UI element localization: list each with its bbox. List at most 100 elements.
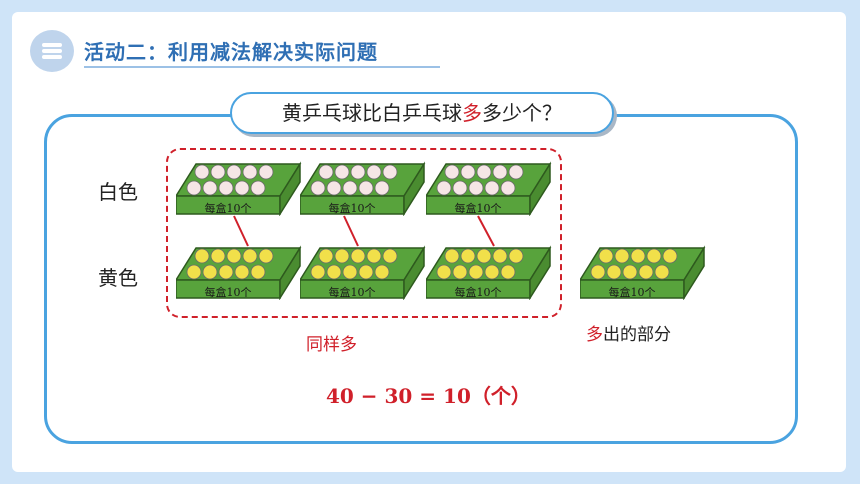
yellow-ball — [334, 248, 350, 264]
yellow-ball — [654, 264, 670, 280]
yellow-ball — [484, 264, 500, 280]
yellow-ball — [468, 264, 484, 280]
tray-label: 每盒10个 — [328, 202, 376, 215]
white-tray-2: 每盒10个 — [300, 160, 428, 216]
yellow-ball — [318, 248, 334, 264]
question-emphasis: 多 — [462, 101, 482, 125]
yellow-row-label: 黄色 — [98, 266, 138, 290]
yellow-ball — [460, 248, 476, 264]
yellow-ball — [444, 248, 460, 264]
extra-part-label: 多出的部分 — [586, 320, 671, 345]
yellow-ball — [226, 248, 242, 264]
white-ball — [492, 164, 508, 180]
yellow-ball — [250, 264, 266, 280]
yellow-ball — [194, 248, 210, 264]
title-underline — [84, 66, 440, 68]
same-amount-box — [166, 148, 562, 318]
white-tray-3: 每盒10个 — [426, 160, 554, 216]
white-ball — [366, 164, 382, 180]
question-prefix: 黄乒乓球比白乒乓球 — [282, 101, 462, 125]
pair-line — [343, 215, 359, 247]
yellow-ball — [382, 248, 398, 264]
question-bubble: 黄乒乓球比白乒乓球多多少个？ — [230, 92, 614, 134]
white-ball — [242, 164, 258, 180]
yellow-ball — [326, 264, 342, 280]
tray-label: 每盒10个 — [204, 286, 252, 299]
white-ball — [468, 180, 484, 196]
yellow-ball — [358, 264, 374, 280]
yellow-tray-3: 每盒10个 — [426, 244, 554, 300]
pair-line — [233, 215, 249, 247]
yellow-ball — [590, 264, 606, 280]
tray-label: 每盒10个 — [608, 286, 656, 299]
yellow-ball — [218, 264, 234, 280]
menu-icon — [30, 30, 74, 72]
white-ball — [226, 164, 242, 180]
yellow-ball — [242, 248, 258, 264]
equation: 40 − 30 = 10（个） — [326, 384, 531, 408]
yellow-ball — [606, 264, 622, 280]
white-ball — [250, 180, 266, 196]
same-amount-label: 同样多 — [306, 335, 357, 355]
white-ball — [334, 164, 350, 180]
yellow-tray-1: 每盒10个 — [176, 244, 304, 300]
yellow-ball — [614, 248, 630, 264]
yellow-tray-2: 每盒10个 — [300, 244, 428, 300]
yellow-ball — [202, 264, 218, 280]
yellow-ball — [436, 264, 452, 280]
yellow-ball — [638, 264, 654, 280]
white-ball — [452, 180, 468, 196]
tray-label: 每盒10个 — [328, 286, 376, 299]
white-ball — [460, 164, 476, 180]
question-suffix: 多少个？ — [482, 101, 562, 125]
white-ball — [326, 180, 342, 196]
yellow-ball — [374, 264, 390, 280]
white-row-label: 白色 — [98, 180, 138, 204]
white-ball — [194, 164, 210, 180]
yellow-ball — [646, 248, 662, 264]
yellow-ball — [508, 248, 524, 264]
white-ball — [484, 180, 500, 196]
tray-label: 每盒10个 — [204, 202, 252, 215]
tray-label: 每盒10个 — [454, 202, 502, 215]
page-title: 活动二：利用减法解决实际问题 — [84, 40, 378, 64]
white-ball — [202, 180, 218, 196]
white-ball — [234, 180, 250, 196]
yellow-ball — [258, 248, 274, 264]
yellow-ball — [598, 248, 614, 264]
extra-rest: 出的部分 — [603, 325, 671, 345]
white-ball — [358, 180, 374, 196]
yellow-ball — [366, 248, 382, 264]
yellow-ball — [310, 264, 326, 280]
white-ball — [374, 180, 390, 196]
yellow-ball — [622, 264, 638, 280]
yellow-ball — [350, 248, 366, 264]
yellow-tray-4: 每盒10个 — [580, 244, 708, 300]
tray-label: 每盒10个 — [454, 286, 502, 299]
white-ball — [186, 180, 202, 196]
pair-line — [477, 215, 495, 247]
white-ball — [210, 164, 226, 180]
white-ball — [476, 164, 492, 180]
white-ball — [382, 164, 398, 180]
yellow-ball — [210, 248, 226, 264]
white-ball — [342, 180, 358, 196]
yellow-ball — [342, 264, 358, 280]
extra-emphasis: 多 — [586, 325, 603, 345]
yellow-ball — [492, 248, 508, 264]
white-ball — [350, 164, 366, 180]
yellow-ball — [500, 264, 516, 280]
yellow-ball — [630, 248, 646, 264]
yellow-ball — [452, 264, 468, 280]
white-tray-1: 每盒10个 — [176, 160, 304, 216]
white-ball — [444, 164, 460, 180]
yellow-ball — [234, 264, 250, 280]
white-ball — [500, 180, 516, 196]
white-ball — [258, 164, 274, 180]
white-ball — [436, 180, 452, 196]
white-ball — [218, 180, 234, 196]
white-ball — [318, 164, 334, 180]
white-ball — [508, 164, 524, 180]
